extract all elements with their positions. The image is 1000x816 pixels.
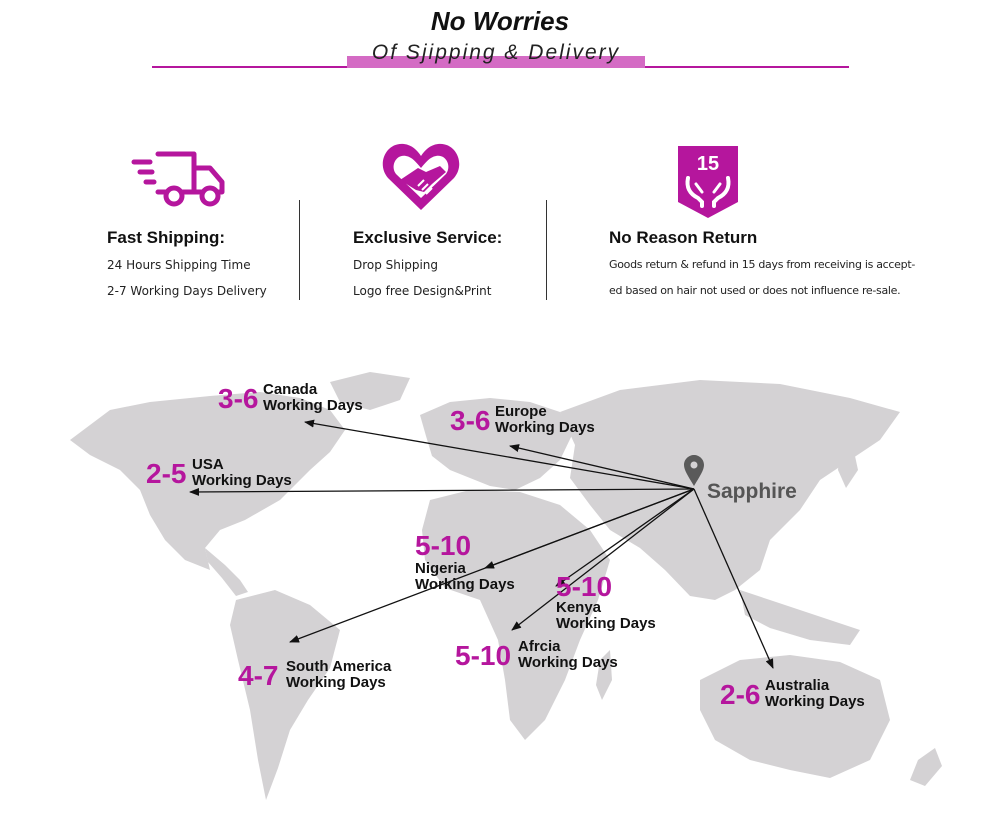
route-south-america [289,488,695,643]
new-zealand-shape [910,748,942,786]
nigeria-days: 5-10 [415,530,472,561]
usa-days: 2-5 [146,458,187,489]
africa-shape [422,490,610,740]
japan-shape [838,442,858,488]
australia-unit: Working Days [765,693,865,710]
world-map [70,372,942,800]
shipping-routes [189,419,774,669]
route-canada [304,419,695,490]
south-america-unit: Working Days [286,674,386,691]
europe-shape [420,398,572,490]
europe-region: Europe [495,403,547,420]
madagascar-shape [596,650,612,700]
page-subtitle: Of Sjipping & Delivery [371,41,621,64]
svg-text:15: 15 [697,153,719,175]
route-kenya [555,488,695,587]
australia-shape [700,655,890,778]
australia-days: 2-6 [720,679,761,710]
location-pin-icon [684,455,704,486]
fast-shipping-line: 24 Hours Shipping Time [107,258,251,272]
no-reason-return-line: Goods return & refund in 15 days from re… [609,258,916,271]
delivery-truck-icon [131,151,225,207]
kenya-region: Kenya [556,599,602,616]
no-reason-return-heading: No Reason Return [609,228,758,247]
exclusive-service-line: Logo free Design&Print [353,284,492,298]
africa-unit: Working Days [518,654,618,671]
feature-divider [299,200,300,300]
europe-days: 3-6 [450,405,491,436]
canada-unit: Working Days [263,397,363,414]
origin-label: Sapphire [707,480,797,503]
uk-shape [432,414,446,440]
south-america-shape [230,590,340,800]
asia-shape [560,380,900,600]
europe-unit: Working Days [495,419,595,436]
subtitle-highlight [347,56,645,68]
australia-region: Australia [765,677,830,694]
nigeria-unit: Working Days [415,576,515,593]
canada-region: Canada [263,381,318,398]
kenya-days: 5-10 [556,571,613,602]
fast-shipping-heading: Fast Shipping: [107,228,226,247]
north-america-shape [70,392,345,570]
southeast-asia-shape [740,590,860,645]
continents [70,372,942,800]
south-america-region: South America [286,658,392,675]
exclusive-service-line: Drop Shipping [353,258,439,272]
africa-days: 5-10 [455,640,512,671]
africa-region: Afrcia [518,638,561,655]
route-europe [509,444,695,490]
kenya-unit: Working Days [556,615,656,632]
exclusive-service-heading: Exclusive Service: [353,228,503,247]
handshake-heart-icon [382,143,460,210]
feature-divider [546,200,547,300]
south-america-days: 4-7 [238,660,279,691]
nigeria-region: Nigeria [415,560,466,577]
usa-unit: Working Days [192,472,292,489]
canada-days: 3-6 [218,383,259,414]
central-america-shape [205,548,248,596]
route-africa [511,488,695,631]
usa-region: USA [192,456,224,473]
greenland-shape [330,372,410,410]
route-usa [189,487,695,496]
no-reason-return-line: ed based on hair not used or does not in… [609,284,901,297]
15-day-return-icon: 15 [678,146,738,218]
page-title: No Worries [430,6,570,36]
route-australia [693,488,774,669]
fast-shipping-line: 2-7 Working Days Delivery [107,284,267,298]
